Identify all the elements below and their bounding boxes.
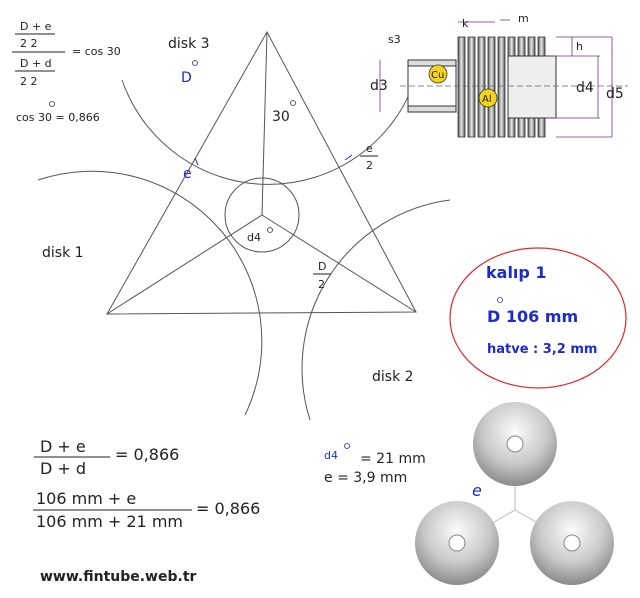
al-label: Al	[482, 94, 492, 105]
equations: D + e D + d = 0,866 106 mm + e 106 mm + …	[33, 437, 260, 531]
disk1-arc	[37, 170, 263, 416]
cu-label: Cu	[431, 70, 444, 81]
disks-illustration: e	[415, 402, 614, 585]
angle-label: 30	[272, 109, 290, 125]
disk-arcs	[37, 79, 451, 421]
d3-label: d3	[370, 78, 388, 94]
d4-value: = 21 mm	[360, 451, 426, 467]
m-label: m	[518, 12, 529, 25]
d4-label: d4	[247, 231, 261, 244]
cos-value: cos 30 = 0,866	[16, 111, 100, 124]
disk3-label: disk 3	[168, 36, 210, 52]
eq2-denominator: 106 mm + 21 mm	[36, 512, 183, 531]
eq1-numerator: D + e	[40, 437, 86, 456]
die-title: kalıp 1	[486, 263, 547, 282]
disks-e-label: e	[472, 481, 482, 500]
formula-numerator-halves: 2 2	[20, 37, 38, 50]
e-half-numerator: e	[366, 142, 373, 155]
formula-denominator-halves: 2 2	[20, 75, 38, 88]
disk2-label: disk 2	[372, 369, 414, 385]
website-url: www.fintube.web.tr	[40, 569, 197, 585]
d4-value-label: d4	[324, 449, 338, 462]
die-pitch: hatve : 3,2 mm	[487, 342, 597, 357]
formula-numerator: D + e	[20, 20, 52, 33]
D-half-numerator: D	[318, 260, 326, 273]
D-half-denominator: 2	[318, 278, 325, 291]
center-circle	[224, 177, 300, 253]
e-label: e	[183, 166, 192, 182]
cos-formula: D + e 2 2 D + d 2 2 = cos 30 cos 30 = 0,…	[12, 20, 121, 124]
eq1-denominator: D + d	[40, 459, 86, 478]
formula-rhs: = cos 30	[72, 45, 121, 58]
s3-label: s3	[388, 33, 401, 46]
eq1-rhs: = 0,866	[115, 445, 179, 464]
eq2-numerator: 106 mm + e	[36, 489, 136, 508]
disk3-arc	[121, 79, 416, 185]
eq2-rhs: = 0,866	[196, 499, 260, 518]
e-value: e = 3,9 mm	[324, 470, 407, 486]
triangle	[106, 30, 417, 315]
k-label: k	[462, 17, 469, 30]
die-diameter: D 106 mm	[487, 307, 578, 326]
finned-tube-drawing: Cu Al s3 k m h d3 d4 d5	[370, 12, 628, 138]
h-label: h	[576, 40, 583, 53]
disk1-label: disk 1	[42, 245, 84, 261]
die-box: kalıp 1 D 106 mm hatve : 3,2 mm	[449, 247, 627, 389]
disk2-arc	[301, 199, 451, 421]
d5-label: d5	[606, 86, 624, 102]
formula-denominator: D + d	[20, 57, 52, 70]
D-label: D	[181, 70, 192, 86]
d4-fin-label: d4	[576, 80, 594, 96]
e-half-denominator: 2	[366, 159, 373, 172]
